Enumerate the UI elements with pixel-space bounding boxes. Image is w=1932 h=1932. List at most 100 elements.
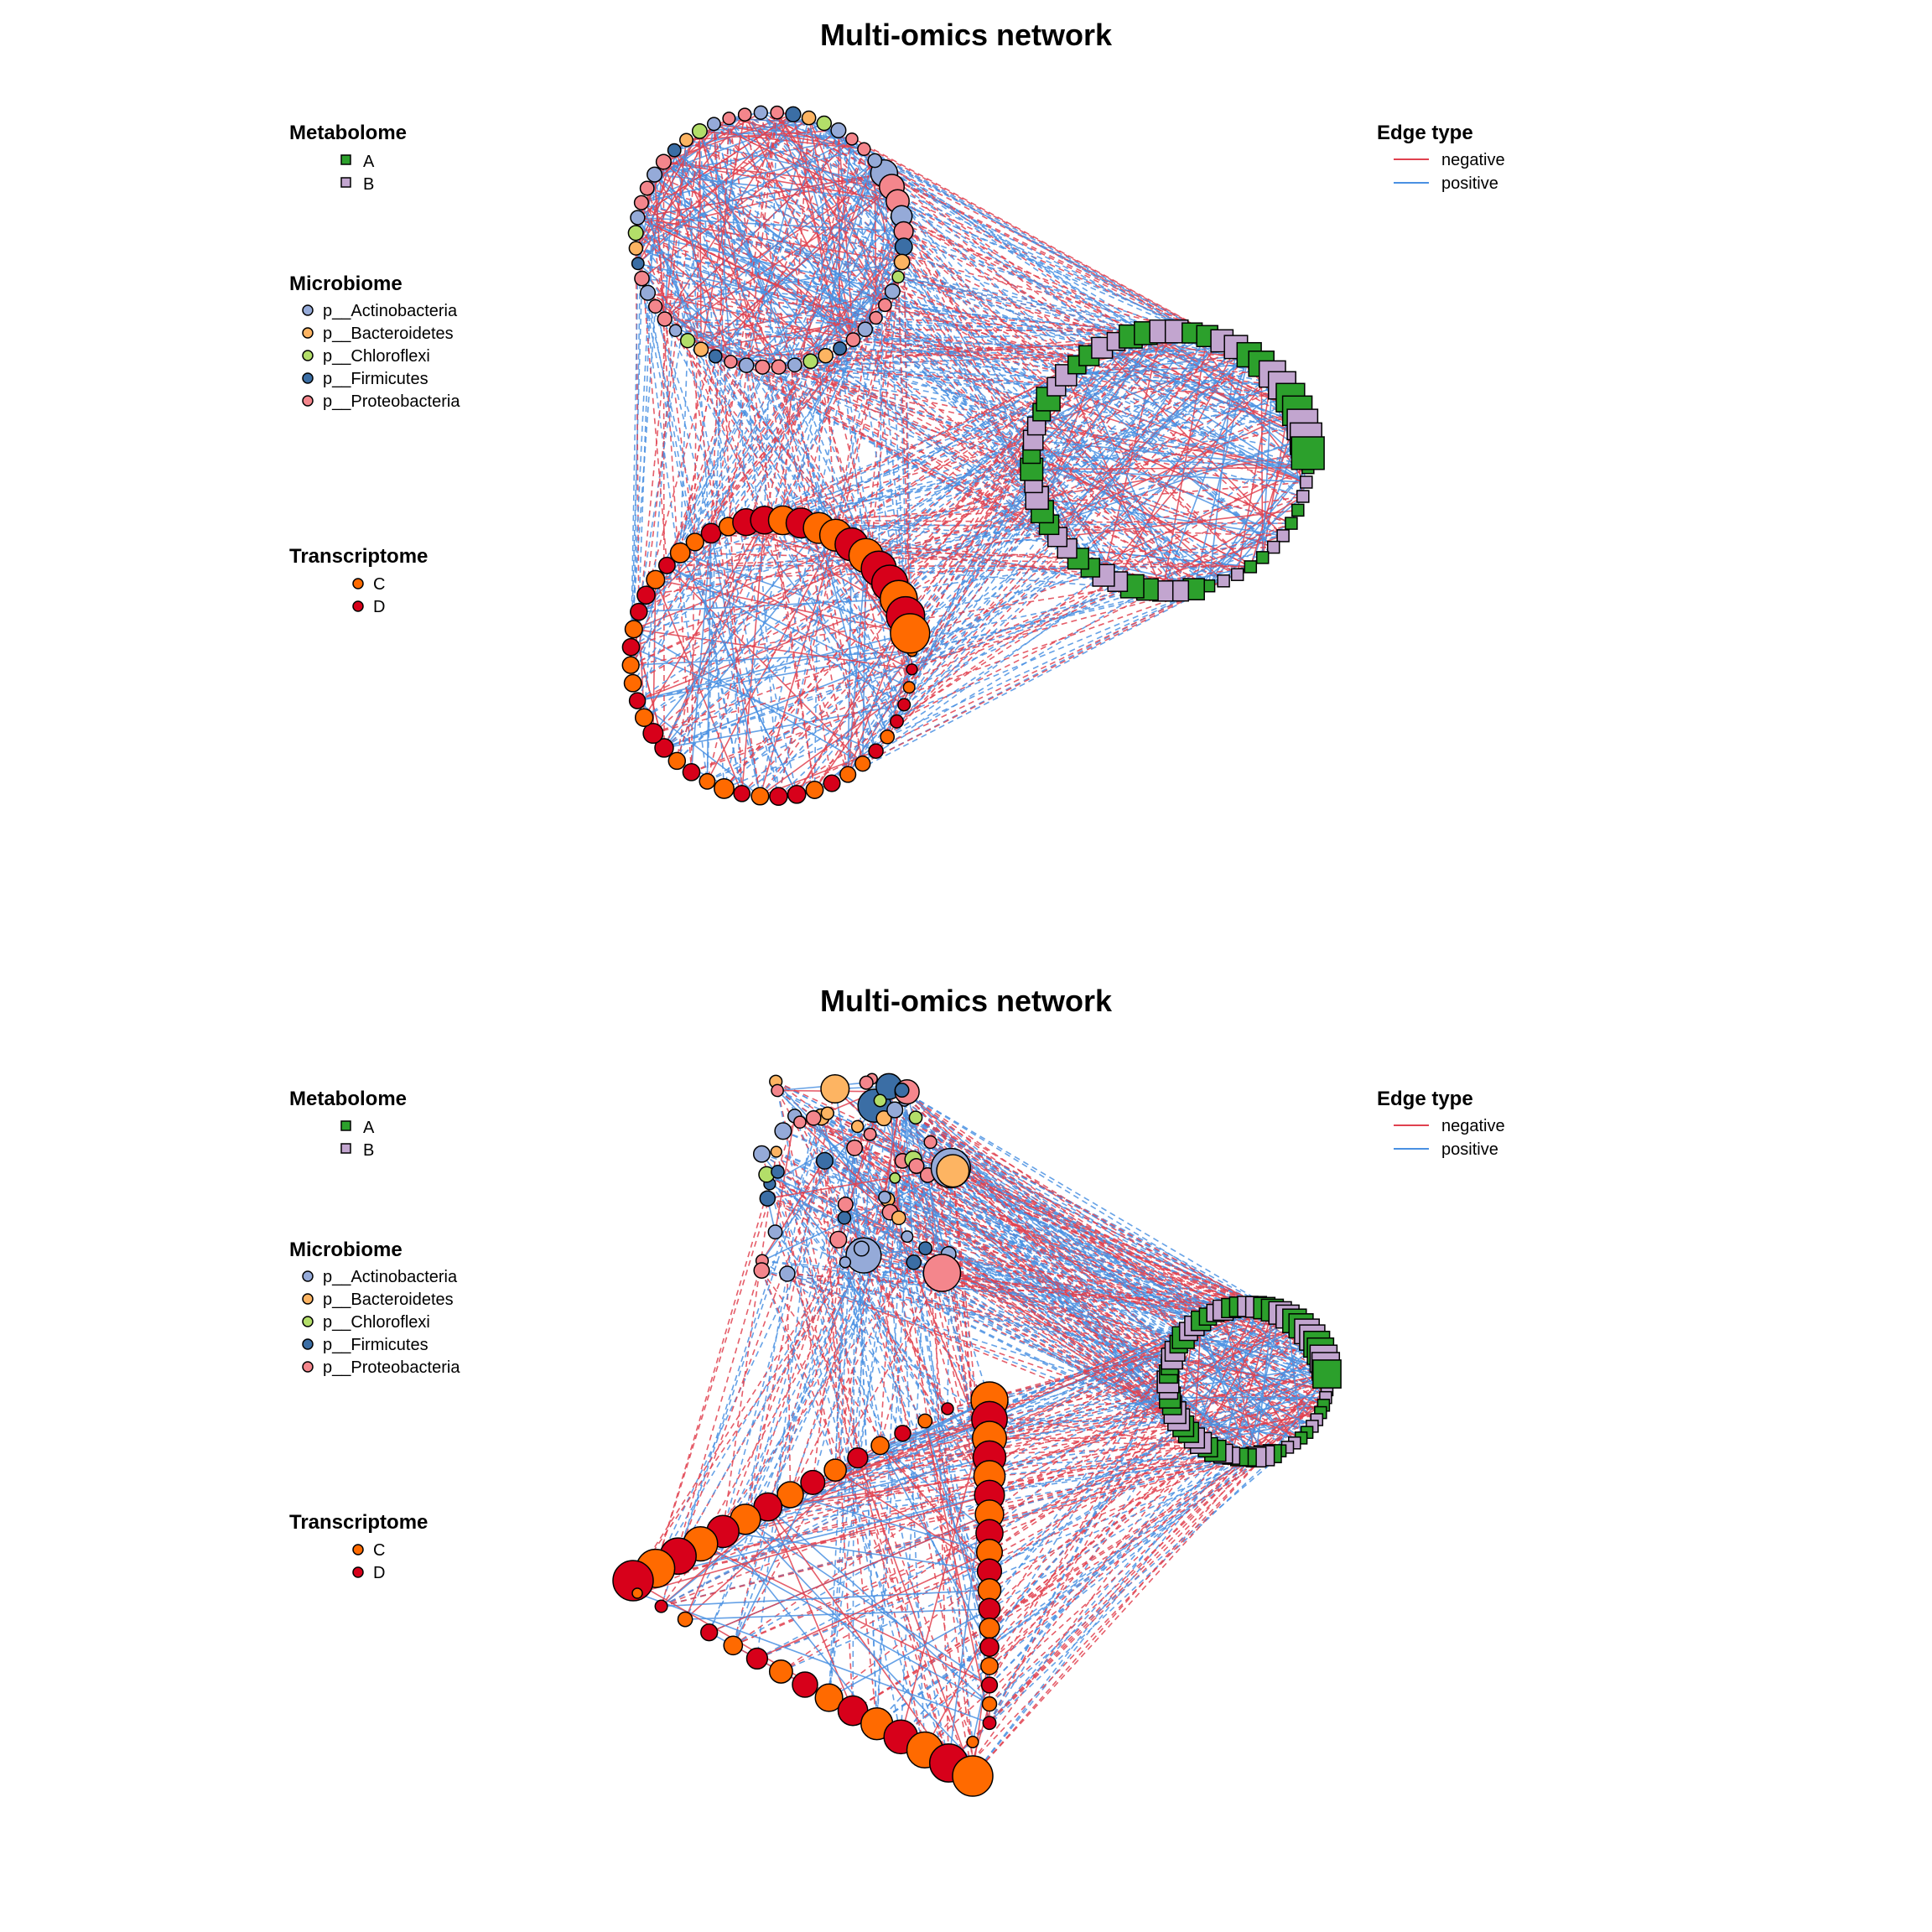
edge bbox=[891, 290, 1057, 387]
panel-title: Multi-omics network bbox=[820, 18, 1113, 52]
edge bbox=[1171, 1373, 1327, 1406]
metabolite-node bbox=[1296, 490, 1310, 503]
transcript-node bbox=[979, 1617, 1000, 1639]
legend-dot-d bbox=[352, 600, 364, 612]
microbe-node bbox=[627, 225, 644, 242]
edge bbox=[641, 202, 891, 584]
edge bbox=[761, 1157, 826, 1262]
transcript-node bbox=[677, 1611, 693, 1628]
edge bbox=[847, 469, 1032, 776]
edge bbox=[989, 1325, 1195, 1478]
microbe-node bbox=[820, 1073, 850, 1104]
edge bbox=[655, 1437, 1195, 1570]
microbe-node bbox=[802, 353, 818, 370]
edge bbox=[1239, 1331, 1308, 1457]
microbe-node bbox=[816, 115, 833, 132]
legend-label-actinobacteria: p__Actinobacteria bbox=[323, 1268, 458, 1286]
edge bbox=[894, 1109, 926, 1750]
edge bbox=[676, 231, 905, 761]
edge bbox=[685, 139, 725, 789]
edge bbox=[824, 1160, 1265, 1457]
microbe-node bbox=[655, 153, 672, 170]
edge bbox=[901, 1088, 1317, 1420]
metabolite-node bbox=[1312, 1359, 1342, 1389]
edge bbox=[776, 1089, 886, 1198]
transcript-node bbox=[682, 762, 701, 782]
edge bbox=[687, 340, 761, 797]
edge bbox=[1167, 1381, 1301, 1439]
edge bbox=[759, 330, 1162, 797]
legend-dot-chloroflexi bbox=[302, 350, 314, 361]
microbe-node bbox=[691, 122, 708, 139]
edge bbox=[828, 1608, 990, 1699]
transcript-node bbox=[733, 784, 751, 802]
transcript-node bbox=[890, 714, 904, 729]
edge bbox=[1187, 1331, 1296, 1444]
edge bbox=[929, 1141, 950, 1763]
legend-dot-firmicutes bbox=[302, 372, 314, 384]
edge bbox=[643, 363, 1262, 719]
edge bbox=[924, 1628, 990, 1751]
edge bbox=[673, 149, 1067, 377]
edge bbox=[901, 216, 1309, 469]
edge bbox=[972, 1455, 1265, 1777]
edge bbox=[1208, 423, 1303, 587]
transcript-node bbox=[868, 743, 884, 759]
microbe-node bbox=[923, 1135, 937, 1150]
edge bbox=[883, 1118, 949, 1267]
edge bbox=[714, 356, 906, 616]
edge bbox=[952, 1170, 1281, 1452]
edge bbox=[713, 123, 1148, 590]
legend-label-bacteroidetes: p__Bacteroidetes bbox=[323, 1291, 454, 1309]
edge bbox=[828, 1086, 890, 1698]
transcript-node bbox=[745, 1647, 769, 1670]
legend-heading-microbiome: Microbiome bbox=[289, 273, 402, 295]
edge bbox=[1101, 347, 1284, 537]
edge bbox=[839, 347, 1179, 592]
edge bbox=[666, 122, 825, 566]
edge bbox=[666, 130, 839, 566]
panel-title: Multi-omics network bbox=[820, 984, 1113, 1018]
edge bbox=[911, 580, 1119, 671]
transcript-node bbox=[768, 1659, 793, 1684]
edge bbox=[870, 1133, 1296, 1322]
transcript-node bbox=[750, 787, 770, 806]
edge bbox=[948, 1450, 1281, 1763]
edge bbox=[834, 1405, 1324, 1471]
edge bbox=[685, 1608, 990, 1620]
edge bbox=[828, 1091, 908, 1698]
edge bbox=[630, 246, 905, 666]
edge bbox=[901, 215, 1131, 338]
metabolite-node bbox=[1217, 574, 1230, 588]
edge bbox=[723, 340, 1223, 789]
microbe-node bbox=[875, 1110, 892, 1127]
edge bbox=[663, 161, 1192, 334]
edge bbox=[1247, 1312, 1281, 1458]
edge bbox=[728, 118, 833, 784]
edge bbox=[824, 1157, 1176, 1353]
edge bbox=[879, 1171, 954, 1446]
legend-label-a: A bbox=[363, 153, 375, 171]
edge bbox=[880, 1445, 990, 1535]
edge bbox=[851, 138, 1284, 537]
edge bbox=[744, 114, 1251, 568]
edge bbox=[808, 117, 898, 722]
edge bbox=[776, 1171, 881, 1446]
microbe-node bbox=[771, 1083, 784, 1098]
edge bbox=[661, 1343, 1180, 1607]
edge bbox=[989, 1373, 1169, 1515]
microbe-node bbox=[737, 107, 752, 122]
edge bbox=[891, 290, 1307, 483]
transcript-node bbox=[623, 673, 642, 693]
edge bbox=[662, 161, 1032, 455]
edge bbox=[808, 117, 1306, 439]
edge bbox=[630, 174, 656, 666]
edge bbox=[663, 216, 902, 749]
transcript-node bbox=[699, 772, 716, 790]
edge bbox=[886, 580, 1119, 738]
microbe-node bbox=[647, 166, 663, 183]
legend-square-a bbox=[340, 154, 351, 165]
transcript-node bbox=[700, 1623, 719, 1642]
edge bbox=[897, 200, 1304, 497]
edge bbox=[909, 354, 1250, 634]
